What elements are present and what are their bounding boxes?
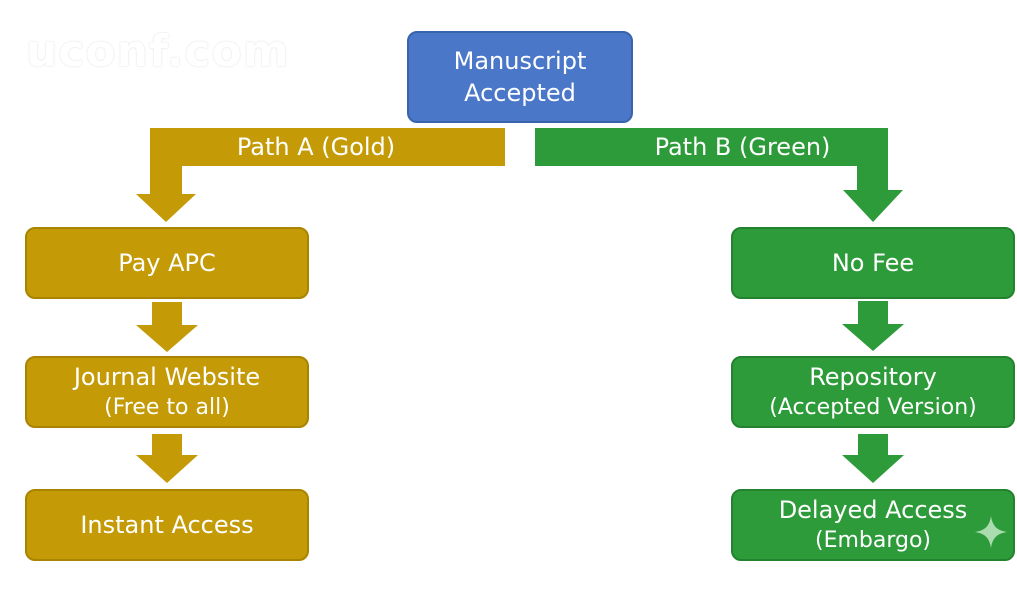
path-b-label: Path B (Green) — [654, 133, 831, 161]
path-b-connector-arrow — [535, 128, 903, 222]
node-label: Accepted — [464, 79, 576, 107]
node-label: Pay APC — [118, 249, 216, 277]
green-down-arrow-1 — [842, 301, 904, 351]
node-sublabel: (Accepted Version) — [769, 395, 977, 420]
node-instant-access: Instant Access — [25, 489, 309, 561]
path-a-label: Path A (Gold) — [236, 133, 396, 161]
gold-down-arrow-2 — [136, 434, 198, 483]
node-repository: Repository (Accepted Version) — [731, 356, 1015, 428]
node-label: Instant Access — [80, 511, 254, 539]
gold-down-arrow-1 — [136, 302, 198, 352]
node-delayed-access: Delayed Access (Embargo) — [731, 489, 1015, 561]
node-no-fee: No Fee — [731, 227, 1015, 299]
node-label: Journal Website — [73, 363, 261, 391]
sparkle-icon — [975, 516, 1007, 548]
green-down-arrow-2 — [842, 434, 904, 483]
node-label: No Fee — [831, 249, 915, 277]
node-journal-website: Journal Website (Free to all) — [25, 356, 309, 428]
node-label: Repository — [809, 363, 937, 391]
node-sublabel: (Free to all) — [104, 395, 230, 420]
node-manuscript-accepted: Manuscript Accepted — [407, 31, 633, 123]
node-label: Manuscript — [453, 47, 587, 75]
watermark: uconf.com — [26, 26, 290, 77]
node-pay-apc: Pay APC — [25, 227, 309, 299]
node-label: Delayed Access — [778, 496, 968, 524]
path-a-connector-arrow — [136, 128, 505, 222]
node-sublabel: (Embargo) — [814, 528, 932, 553]
